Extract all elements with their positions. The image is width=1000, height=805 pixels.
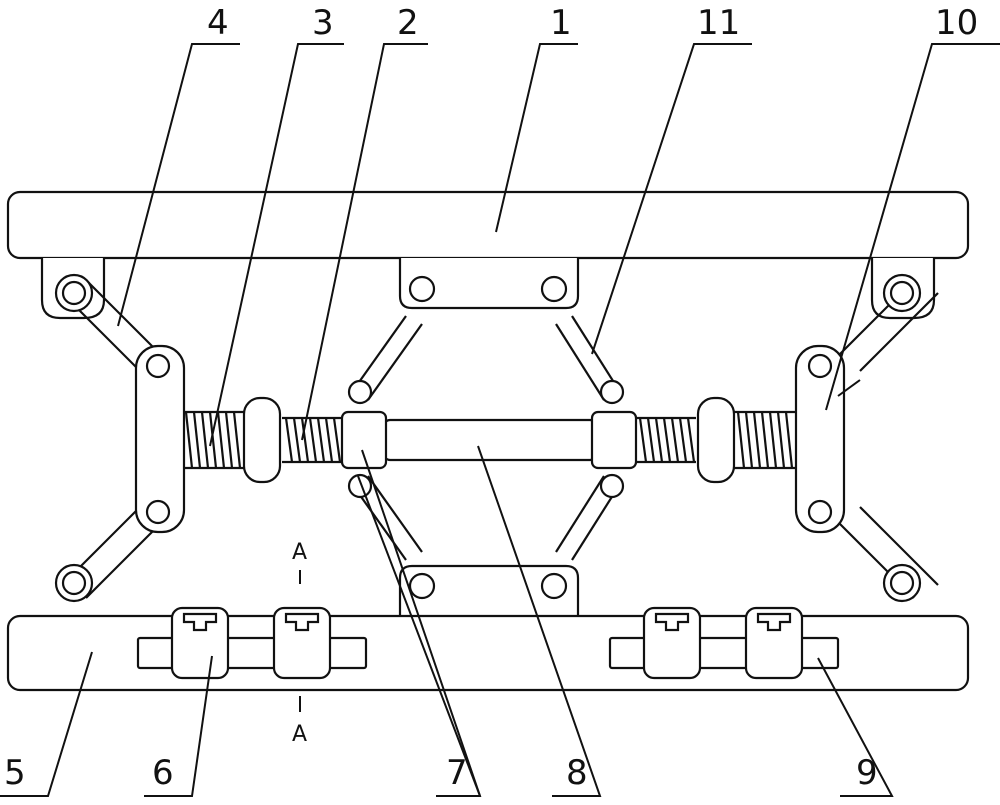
- label-11: 11: [697, 3, 740, 43]
- right-outer-linkage: [794, 273, 939, 603]
- connecting-rod: [382, 418, 598, 462]
- label-5: 5: [4, 753, 26, 793]
- right-slider-block: [590, 410, 638, 470]
- label-4: 4: [207, 3, 229, 43]
- upper-plate: [6, 190, 970, 320]
- left-spring-seat: [242, 396, 282, 484]
- label-10: 10: [935, 3, 978, 43]
- left-guide-rail: [136, 606, 368, 680]
- left-outer-linkage: [54, 273, 186, 603]
- section-a-a: A A: [292, 540, 307, 747]
- right-spring-seat: [696, 396, 736, 484]
- label-3: 3: [312, 3, 334, 43]
- leader-lines: [0, 43, 1000, 797]
- lower-plate: [6, 564, 970, 692]
- label-6: 6: [152, 753, 174, 793]
- right-guide-rail: [608, 606, 840, 680]
- inner-hex-linkage: [347, 315, 625, 561]
- left-slider-block: [340, 410, 388, 470]
- label-1: 1: [550, 3, 572, 43]
- label-8: 8: [566, 753, 588, 793]
- part-labels: 4 3 2 1 11 10 5 6 7 8 9: [4, 3, 978, 793]
- label-7: 7: [446, 753, 468, 793]
- left-outer-spring: [184, 410, 246, 470]
- left-inner-spring: [282, 416, 342, 464]
- label-9: 9: [856, 753, 878, 793]
- section-mark-top: A: [292, 540, 307, 565]
- section-mark-bottom: A: [292, 722, 307, 747]
- right-outer-spring: [734, 410, 796, 470]
- right-inner-spring: [636, 416, 696, 464]
- label-2: 2: [397, 3, 419, 43]
